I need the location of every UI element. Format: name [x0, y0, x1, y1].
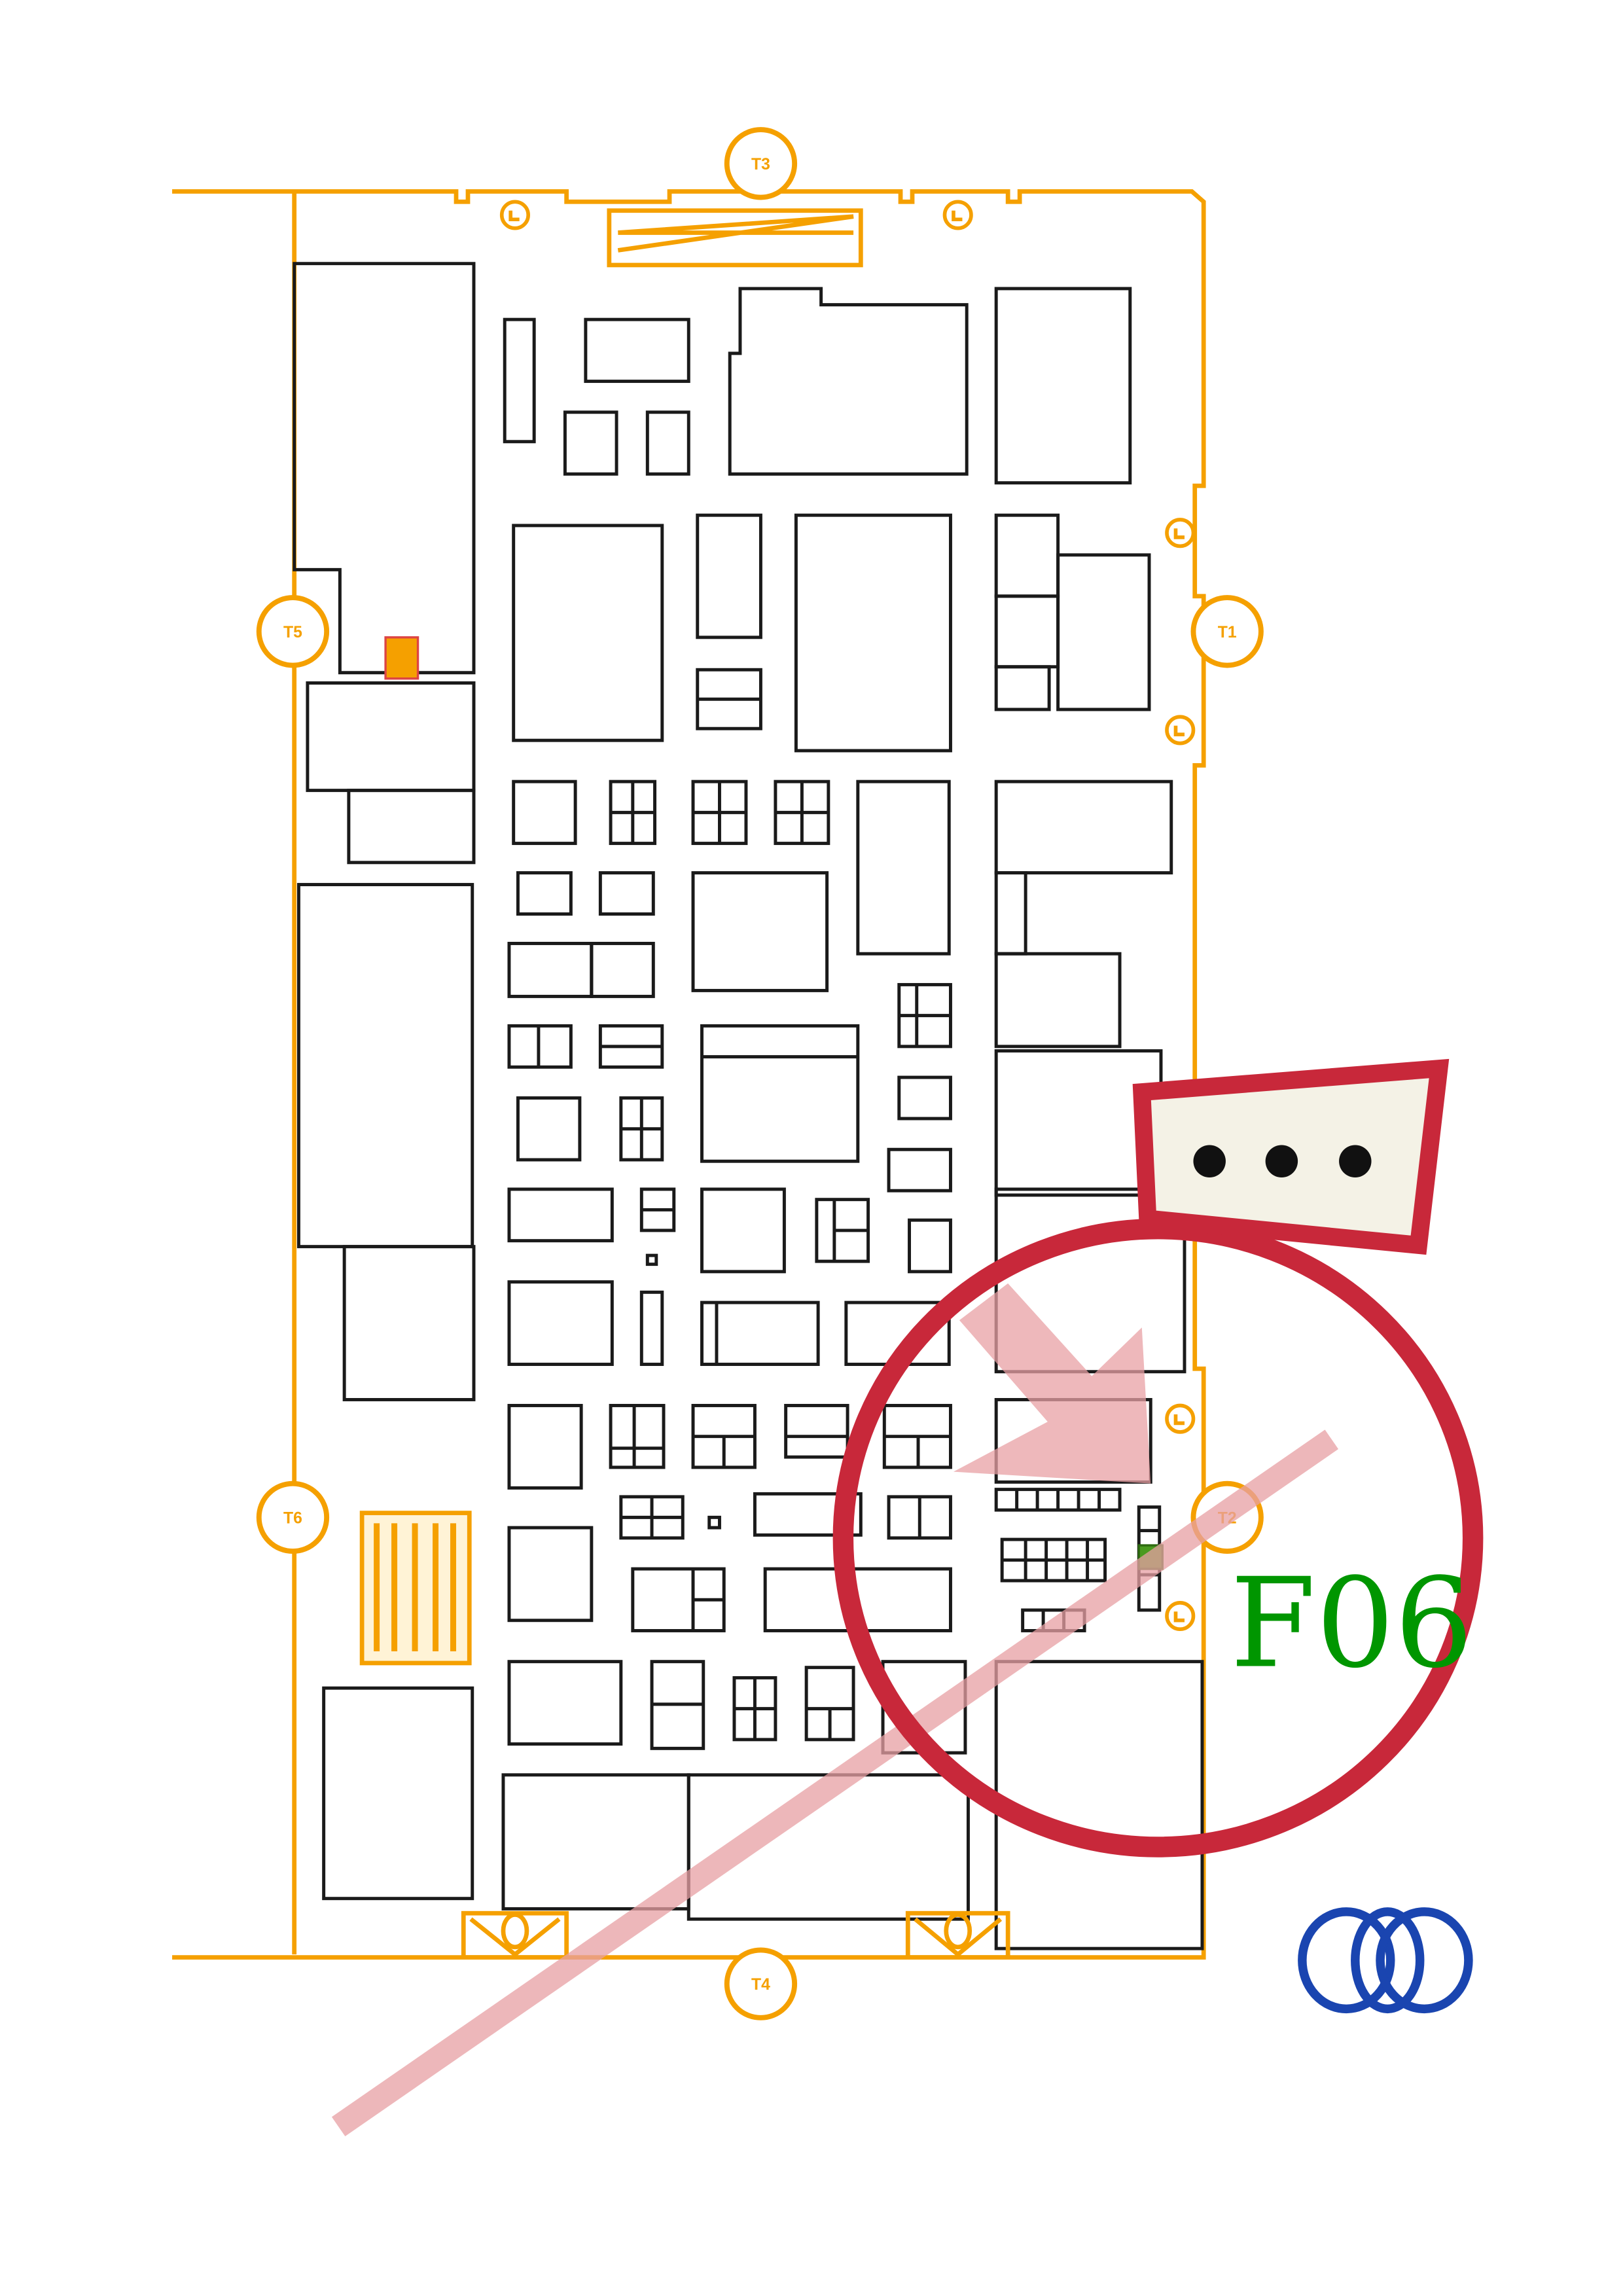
component-outline	[696, 513, 762, 639]
highlight-circle	[832, 1218, 1484, 1857]
callout-label: F06	[1230, 1551, 1473, 1695]
component-outline	[322, 1686, 474, 1901]
component-outline	[516, 1096, 582, 1162]
component-outline	[347, 789, 476, 865]
component-outline	[512, 780, 577, 846]
component-outline	[908, 1218, 952, 1274]
component-outline	[645, 1253, 658, 1266]
mounting-hole-mark	[1173, 1414, 1185, 1426]
test-point-t1: T1	[1190, 595, 1264, 668]
test-point-t6: T6	[256, 1480, 330, 1554]
component-outline	[512, 524, 664, 742]
test-point-circle	[724, 127, 798, 200]
component-outline	[700, 1300, 820, 1366]
mounting-hole-icon	[1165, 715, 1196, 745]
test-point-t3: T3	[724, 127, 798, 200]
component-outline	[639, 1290, 664, 1366]
component-outline	[1056, 553, 1151, 711]
component-outline	[994, 513, 1060, 598]
component-outline	[507, 1526, 594, 1623]
test-point-circle	[724, 1947, 798, 2020]
test-point-label: T1	[1218, 624, 1237, 641]
component-outline	[306, 681, 476, 793]
component-outline	[507, 1403, 583, 1490]
component-outline	[700, 1187, 786, 1274]
component-outline	[584, 317, 690, 384]
component-outline	[507, 1660, 623, 1746]
strike-line	[331, 1429, 1339, 2136]
mounting-hole-icon	[1165, 518, 1196, 548]
component-outline	[590, 941, 655, 998]
interlocking-rings-logo	[1298, 1907, 1473, 2014]
mounting-hole-mark	[508, 210, 520, 222]
orange-parts	[359, 636, 1010, 1960]
test-point-label: T5	[283, 624, 302, 641]
pointer-arrow	[953, 1283, 1151, 1484]
component-outline	[784, 1403, 849, 1459]
component-outline	[503, 317, 536, 444]
speech-bubble	[1132, 1058, 1450, 1255]
test-point-circle	[1190, 595, 1264, 668]
component-outline	[516, 871, 573, 916]
component-outline	[609, 1403, 666, 1469]
component-outline	[598, 871, 655, 916]
component-outline	[563, 410, 618, 476]
mounting-hole-mark	[1173, 1611, 1185, 1623]
component-subdivisions	[537, 697, 1160, 1740]
component-outline	[994, 952, 1122, 1049]
component-outline	[645, 410, 690, 476]
test-point-label: T4	[751, 1976, 770, 1994]
component-outline	[342, 1245, 476, 1401]
component-outline	[994, 287, 1132, 485]
component-outline	[691, 871, 829, 992]
component-outline	[293, 262, 476, 675]
ellipsis-icon	[1193, 1145, 1372, 1177]
mounting-hole-mark	[952, 210, 963, 222]
component-outline	[897, 1075, 952, 1121]
component-outline	[994, 665, 1051, 711]
component-outline	[507, 1280, 614, 1366]
mounting-hole-icon	[1165, 1403, 1196, 1434]
mounting-hole-icon	[1165, 1600, 1196, 1632]
test-point-label: T6	[283, 1509, 302, 1527]
component-outline	[994, 871, 1027, 956]
test-point-circle	[256, 595, 330, 668]
component-outline	[994, 594, 1060, 669]
component-outline	[856, 780, 951, 956]
component-outline	[994, 780, 1173, 875]
test-points: T1T2T3T4T5T6	[256, 127, 1264, 2020]
test-point-label: T3	[751, 156, 770, 173]
component-outline	[887, 1147, 952, 1193]
test-point-t5: T5	[256, 595, 330, 668]
component-outline	[501, 1773, 690, 1910]
component-outline	[994, 1660, 1204, 1950]
mounting-hole-mark	[1173, 528, 1185, 539]
component-outline	[296, 883, 474, 1249]
test-point-circle	[256, 1480, 330, 1554]
component-outline	[707, 1515, 721, 1530]
mounting-hole-icon	[942, 200, 973, 230]
mounting-holes	[499, 200, 1196, 1632]
component-outline	[753, 1492, 863, 1537]
component-outline	[507, 941, 594, 998]
component-outline	[700, 1024, 860, 1163]
component-outline	[507, 1187, 614, 1243]
component-outlines	[293, 262, 1204, 1950]
component-outline	[794, 513, 952, 753]
test-point-t4: T4	[724, 1947, 798, 2020]
mounting-hole-icon	[499, 200, 530, 230]
mounting-hole-mark	[1173, 725, 1185, 737]
component-outline	[728, 287, 969, 476]
